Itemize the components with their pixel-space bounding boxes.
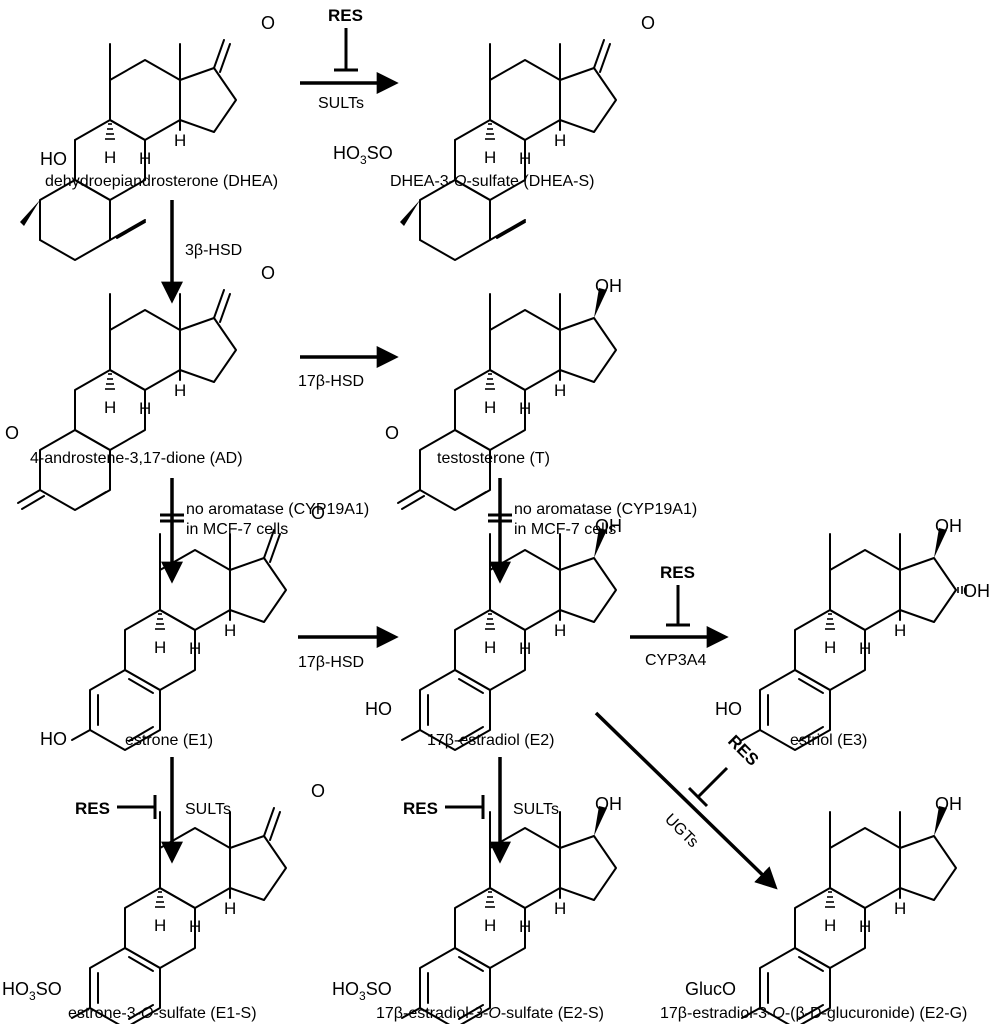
label-e1: estrone (E1) [125, 732, 213, 749]
e2s-sulfate: HO3SO [332, 979, 392, 1003]
dheas-sulfate: HO3SO [333, 143, 393, 167]
enzyme-sults-2: SULTs [185, 801, 231, 818]
label-e3: estriol (E3) [790, 732, 867, 749]
inhibition-bar-1 [334, 28, 358, 72]
e1s-structure [71, 807, 287, 1024]
enzyme-sults-3: SULTs [513, 801, 559, 818]
e2-ho: HO [365, 699, 392, 719]
e1-ho: HO [40, 729, 67, 749]
dhea-ho: HO [40, 149, 67, 169]
dheas-structure [400, 39, 617, 261]
enzyme-sults-1: SULTs [318, 95, 364, 112]
e3-oh17: OH [935, 516, 962, 536]
no-aromatase-cells-1: in MCF-7 cells [186, 521, 288, 538]
dhea-structure [20, 39, 237, 261]
dhea-ketone-o: O [261, 13, 275, 33]
arrow-e2-to-e2g [594, 711, 778, 890]
enzyme-17bhsd-2: 17β-HSD [298, 654, 364, 671]
label-ad: 4-androstene-3,17-dione (AD) [30, 450, 243, 467]
e1-ketone-o: O [311, 503, 325, 523]
e2s-structure [401, 806, 617, 1024]
ad-ketone3-o: O [5, 423, 19, 443]
arrow-ad-to-e1 [160, 478, 184, 584]
res-label-2: RES [660, 563, 695, 582]
inhibition-bar-4 [117, 795, 157, 819]
res-label-1: RES [328, 6, 363, 25]
e2-oh17: OH [595, 516, 622, 536]
e2g-oh17: OH [935, 794, 962, 814]
e1s-ketone-o: O [311, 781, 325, 801]
res-label-5: RES [403, 799, 438, 818]
label-dhea: dehydroepiandrosterone (DHEA) [45, 173, 278, 190]
e1s-sulfate: HO3SO [2, 979, 62, 1003]
inhibition-bar-3 [687, 766, 729, 808]
no-aromatase-label-2: no aromatase (CYP19A1) [514, 501, 697, 518]
ad-ketone17-o: O [261, 263, 275, 283]
res-label-3: RES [724, 731, 762, 769]
enzyme-ugts: UGTs [661, 811, 701, 851]
e2g-structure [741, 806, 957, 1024]
ad-structure [17, 289, 237, 511]
e2s-oh17: OH [595, 794, 622, 814]
label-e2: 17β-estradiol (E2) [427, 732, 554, 749]
e3-ho: HO [715, 699, 742, 719]
dheas-ketone-o: O [641, 13, 655, 33]
e2g-glucuronide: GlucO [685, 979, 736, 999]
e1-structure [71, 529, 287, 751]
label-t: testosterone (T) [437, 450, 550, 467]
t-structure [397, 288, 617, 511]
enzyme-3bhsd: 3β-HSD [185, 242, 242, 259]
no-aromatase-label-1: no aromatase (CYP19A1) [186, 501, 369, 518]
e3-oh16: OH [963, 581, 990, 601]
label-dheas: DHEA-3-O-sulfate (DHEA-S) [390, 173, 595, 190]
label-e2g: 17β-estradiol-3-O-(β-D-glucuronide) (E2-… [660, 1005, 967, 1022]
label-e2s: 17β-estradiol-3-O-sulfate (E2-S) [376, 1005, 604, 1022]
inhibition-bar-2 [666, 585, 690, 627]
arrow-t-to-e2 [488, 478, 512, 584]
label-e1s: estrone-3-O-sulfate (E1-S) [68, 1005, 257, 1022]
e2-structure [401, 528, 617, 751]
e3-structure [741, 528, 967, 751]
t-ketone3-o: O [385, 423, 399, 443]
inhibition-bar-5 [445, 795, 485, 819]
enzyme-17bhsd-1: 17β-HSD [298, 373, 364, 390]
enzyme-cyp3a4: CYP3A4 [645, 652, 706, 669]
t-oh17: OH [595, 276, 622, 296]
res-label-4: RES [75, 799, 110, 818]
no-aromatase-cells-2: in MCF-7 cells [514, 521, 616, 538]
